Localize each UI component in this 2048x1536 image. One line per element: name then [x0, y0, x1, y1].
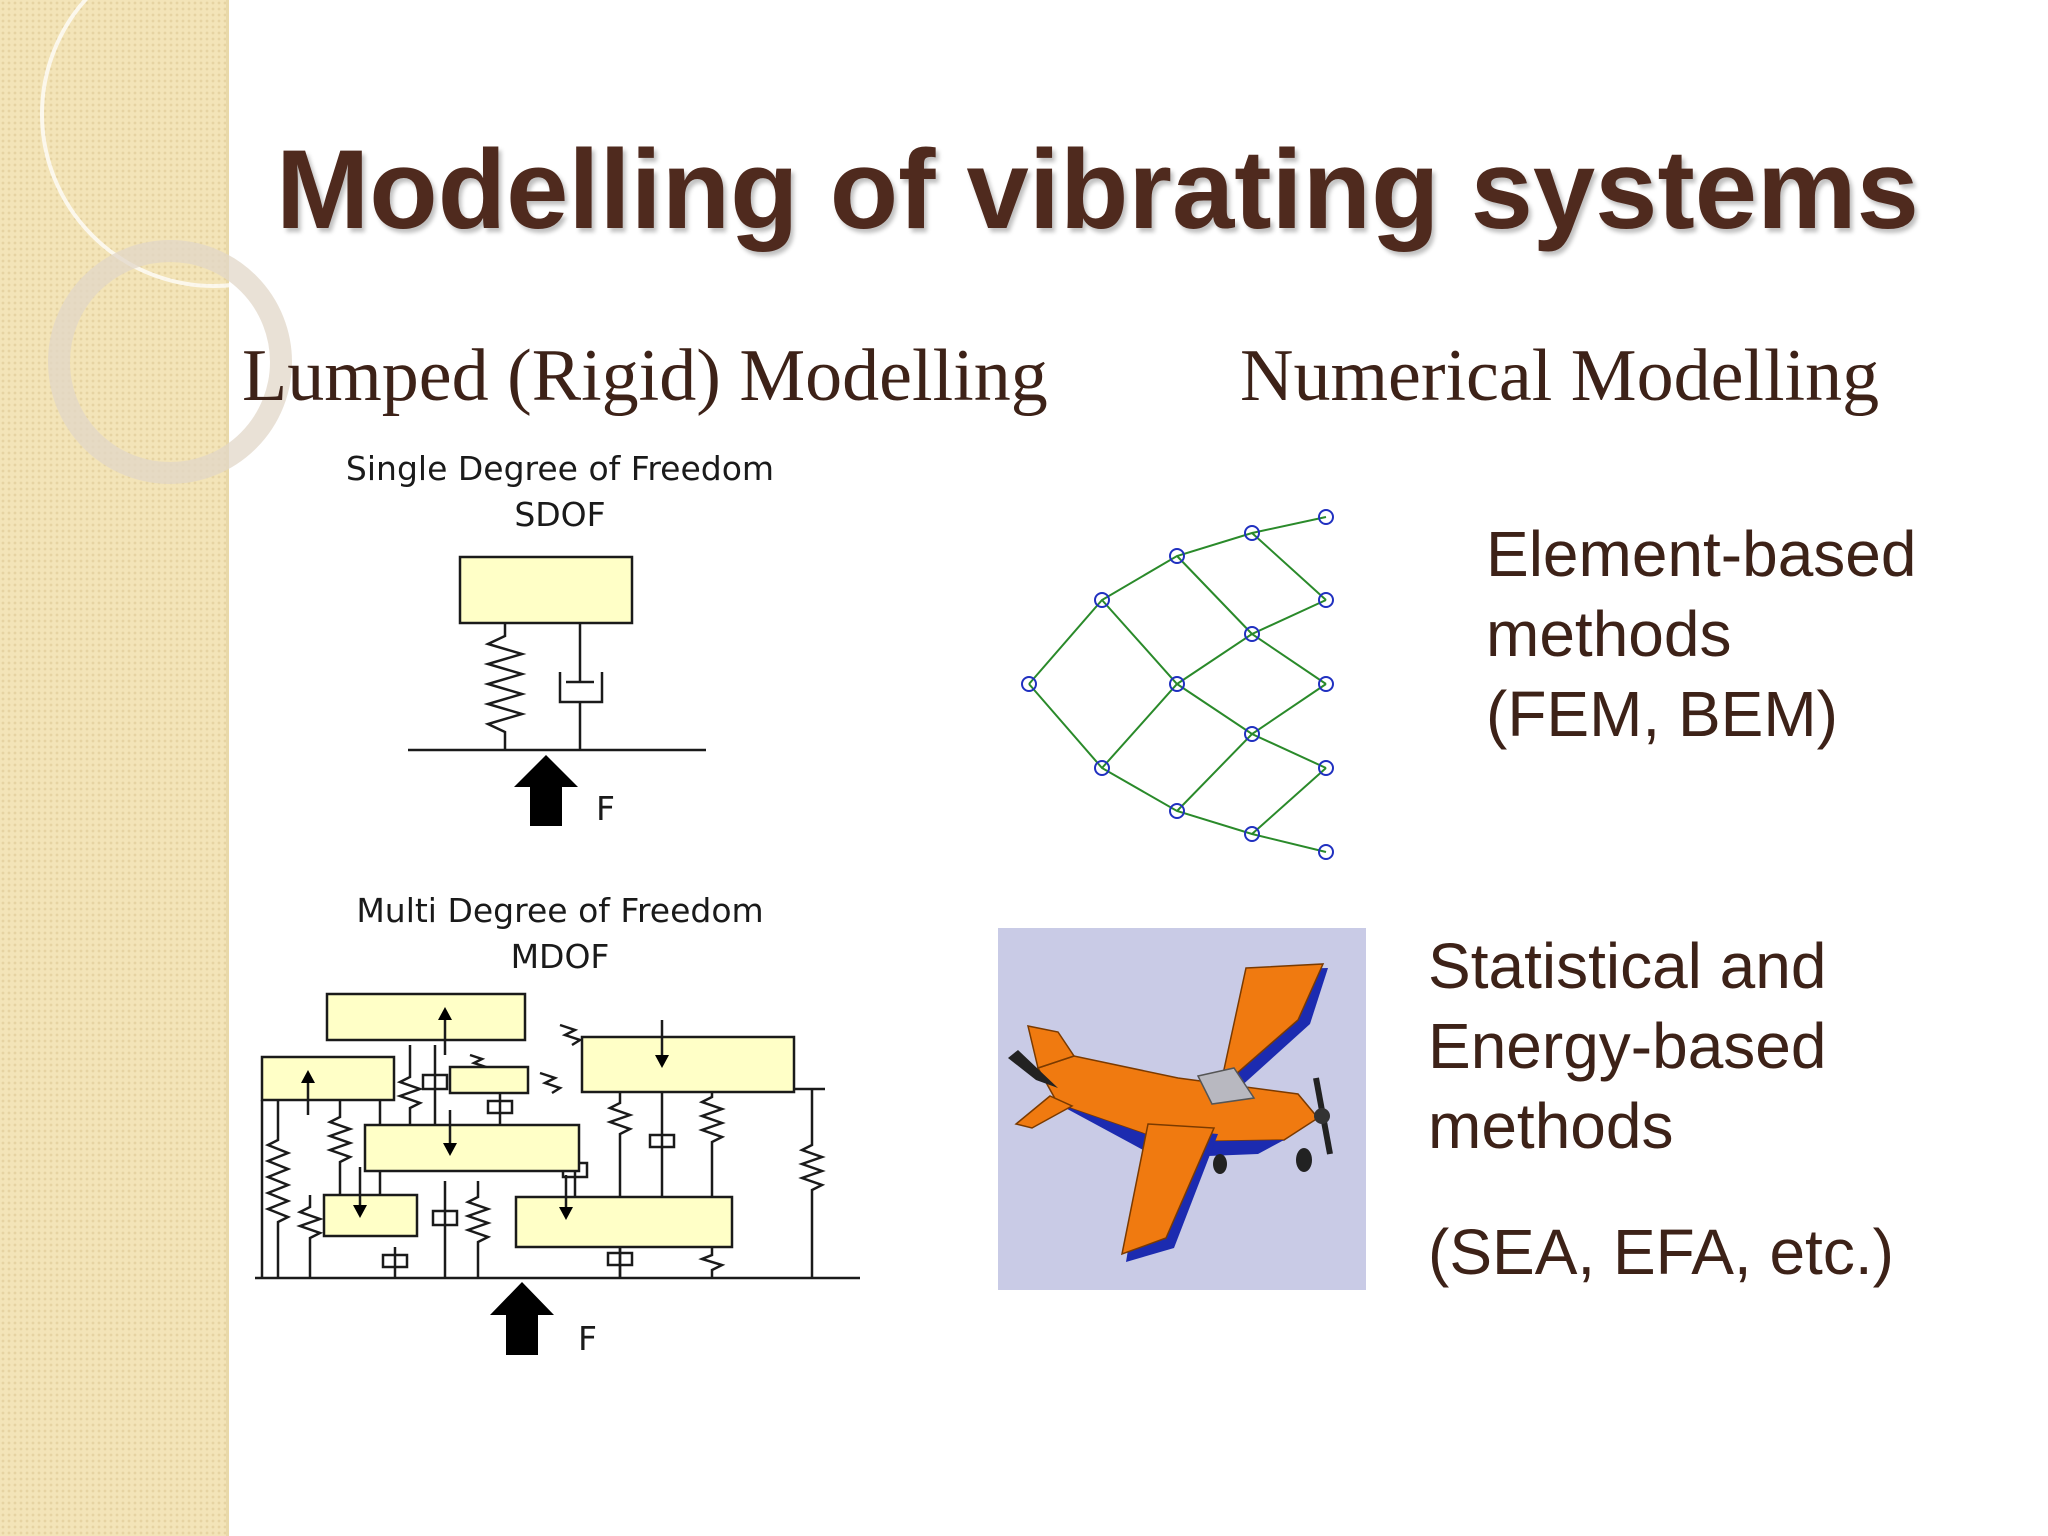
sdof-force-label: F: [596, 789, 615, 828]
statistical-methods-text: Statistical and Energy-based methods: [1428, 926, 1826, 1166]
mdof-springs: [264, 1023, 826, 1278]
sdof-caption-title: Single Degree of Freedom: [345, 449, 775, 488]
lumped-modelling-heading: Lumped (Rigid) Modelling: [242, 335, 1048, 417]
mdof-mass: [448, 1065, 530, 1095]
sdof-mass: [458, 555, 634, 625]
fem-mesh-diagram: [1021, 509, 1334, 860]
airplane-model-image: [998, 928, 1366, 1290]
mdof-force-label: F: [578, 1319, 597, 1358]
mdof-force-arrow: [490, 1282, 554, 1355]
element-based-methods-text: Element-based methods (FEM, BEM): [1486, 514, 1916, 754]
slide-title: Modelling of vibrating systems: [276, 127, 1919, 252]
mdof-mass: [580, 1035, 796, 1094]
sdof-force-arrow: [514, 755, 578, 826]
statistical-methods-examples: (SEA, EFA, etc.): [1428, 1216, 1894, 1288]
fem-mesh-nodes: [1021, 509, 1334, 860]
mdof-diagram: [255, 992, 860, 1355]
sdof-spring: [483, 623, 527, 750]
element-methods-line: Element-based: [1486, 518, 1917, 590]
fem-mesh-edges: [1028, 516, 1327, 853]
mdof-caption-title: Multi Degree of Freedom: [356, 891, 764, 930]
statistical-methods-line: methods: [1428, 1090, 1674, 1162]
element-methods-line: methods: [1486, 598, 1732, 670]
mdof-mass: [514, 1195, 734, 1249]
mdof-caption-abbrev: MDOF: [510, 937, 610, 976]
sdof-damper: [558, 623, 604, 750]
mdof-caption: Multi Degree of Freedom MDOF: [290, 888, 830, 980]
mdof-dampers: [366, 1045, 676, 1278]
mdof-mass: [260, 1055, 396, 1102]
sdof-caption-abbrev: SDOF: [514, 495, 606, 534]
numerical-modelling-heading: Numerical Modelling: [1240, 335, 1880, 417]
element-methods-line: (FEM, BEM): [1486, 678, 1838, 750]
statistical-methods-line: Energy-based: [1428, 1010, 1827, 1082]
mdof-mass: [363, 1123, 581, 1173]
decorative-side-band: [0, 0, 229, 1536]
sdof-diagram: [408, 555, 706, 826]
statistical-methods-line: Statistical and: [1428, 930, 1827, 1002]
mdof-mass: [325, 992, 527, 1042]
mdof-mass: [322, 1193, 419, 1238]
mdof-mass-force-arrows: [301, 1007, 669, 1220]
sdof-caption: Single Degree of Freedom SDOF: [290, 446, 830, 538]
